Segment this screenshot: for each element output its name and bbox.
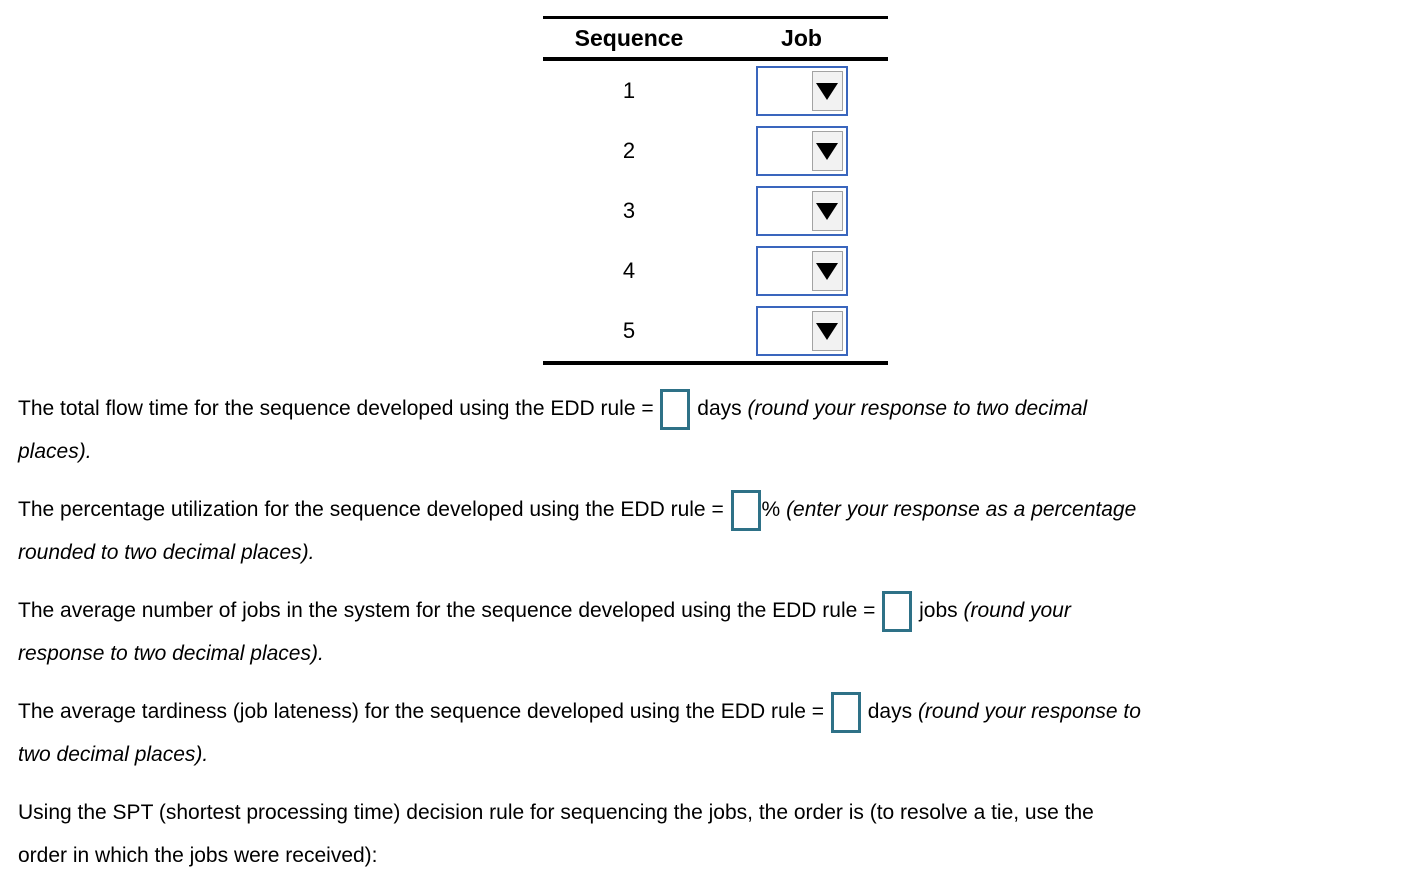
question-text: % xyxy=(761,498,787,521)
dropdown-button[interactable] xyxy=(811,251,843,291)
percentage-utilization-input[interactable] xyxy=(730,489,761,531)
questions: The total flow time for the sequence dev… xyxy=(18,387,1410,892)
job-cell xyxy=(715,181,888,241)
dropdown-button[interactable] xyxy=(811,71,843,111)
average-tardiness-input[interactable] xyxy=(830,691,861,733)
question-text: order in which the jobs were received): xyxy=(18,844,378,867)
dropdown-button[interactable] xyxy=(811,131,843,171)
question-text: two decimal places). xyxy=(18,743,209,766)
question-text: response to two decimal places). xyxy=(18,642,324,665)
job-cell xyxy=(715,121,888,181)
job-cell xyxy=(715,241,888,301)
job-select-row-3[interactable] xyxy=(755,186,848,236)
table-row: 2 xyxy=(543,121,888,181)
question-text: Using the SPT (shortest processing time)… xyxy=(18,801,1094,824)
job-select-row-4[interactable] xyxy=(755,246,848,296)
table-row: 4 xyxy=(543,241,888,301)
question-text: The total flow time for the sequence dev… xyxy=(18,397,660,420)
question-text: (round your xyxy=(963,599,1071,622)
job-select-row-2[interactable] xyxy=(755,126,848,176)
dropdown-arrow-icon xyxy=(816,262,838,280)
question-text: places). xyxy=(18,440,92,463)
dropdown-arrow-icon xyxy=(816,142,838,160)
sequence-cell: 2 xyxy=(622,138,636,163)
job-cell xyxy=(715,59,888,121)
question-average-number-of-jobs: The average number of jobs in the system… xyxy=(18,589,1410,675)
dropdown-arrow-icon xyxy=(816,82,838,100)
sequence-table-body: 1 2 3 4 5 xyxy=(543,59,888,363)
question-average-tardiness: The average tardiness (job lateness) for… xyxy=(18,690,1410,776)
question-text: (round your response to two decimal xyxy=(747,397,1088,420)
sequence-cell: 5 xyxy=(622,318,636,343)
question-spt-order: Using the SPT (shortest processing time)… xyxy=(18,791,1410,877)
question-total-flow-time: The total flow time for the sequence dev… xyxy=(18,387,1410,473)
job-cell xyxy=(715,301,888,363)
question-text: The average tardiness (job lateness) for… xyxy=(18,700,830,723)
question-text: jobs xyxy=(913,599,964,622)
question-text: (round your response to xyxy=(917,700,1141,723)
job-select-row-5[interactable] xyxy=(755,306,848,356)
table-header-row: Sequence Job xyxy=(543,17,888,61)
question-text: rounded to two decimal places). xyxy=(18,541,315,564)
question-percentage-utilization: The percentage utilization for the seque… xyxy=(18,488,1410,574)
question-text: (enter your response as a percentage xyxy=(786,498,1137,521)
average-number-of-jobs-input[interactable] xyxy=(882,590,913,632)
table-row: 5 xyxy=(543,301,888,363)
dropdown-button[interactable] xyxy=(811,191,843,231)
column-header-sequence: Sequence xyxy=(543,17,715,61)
sequence-cell: 4 xyxy=(622,258,636,283)
dropdown-button[interactable] xyxy=(811,311,843,351)
sequence-table: Sequence Job 1 2 3 4 5 xyxy=(543,16,888,365)
question-text: days xyxy=(691,397,748,420)
question-text: The percentage utilization for the seque… xyxy=(18,498,730,521)
table-row: 3 xyxy=(543,181,888,241)
question-text: days xyxy=(861,700,918,723)
column-header-job: Job xyxy=(715,17,888,61)
dropdown-arrow-icon xyxy=(816,202,838,220)
question-text: The average number of jobs in the system… xyxy=(18,599,882,622)
sequence-cell: 3 xyxy=(622,198,636,223)
dropdown-arrow-icon xyxy=(816,322,838,340)
job-select-row-1[interactable] xyxy=(755,66,848,116)
table-row: 1 xyxy=(543,59,888,121)
total-flow-time-input[interactable] xyxy=(660,388,691,430)
sequence-cell: 1 xyxy=(622,78,636,103)
